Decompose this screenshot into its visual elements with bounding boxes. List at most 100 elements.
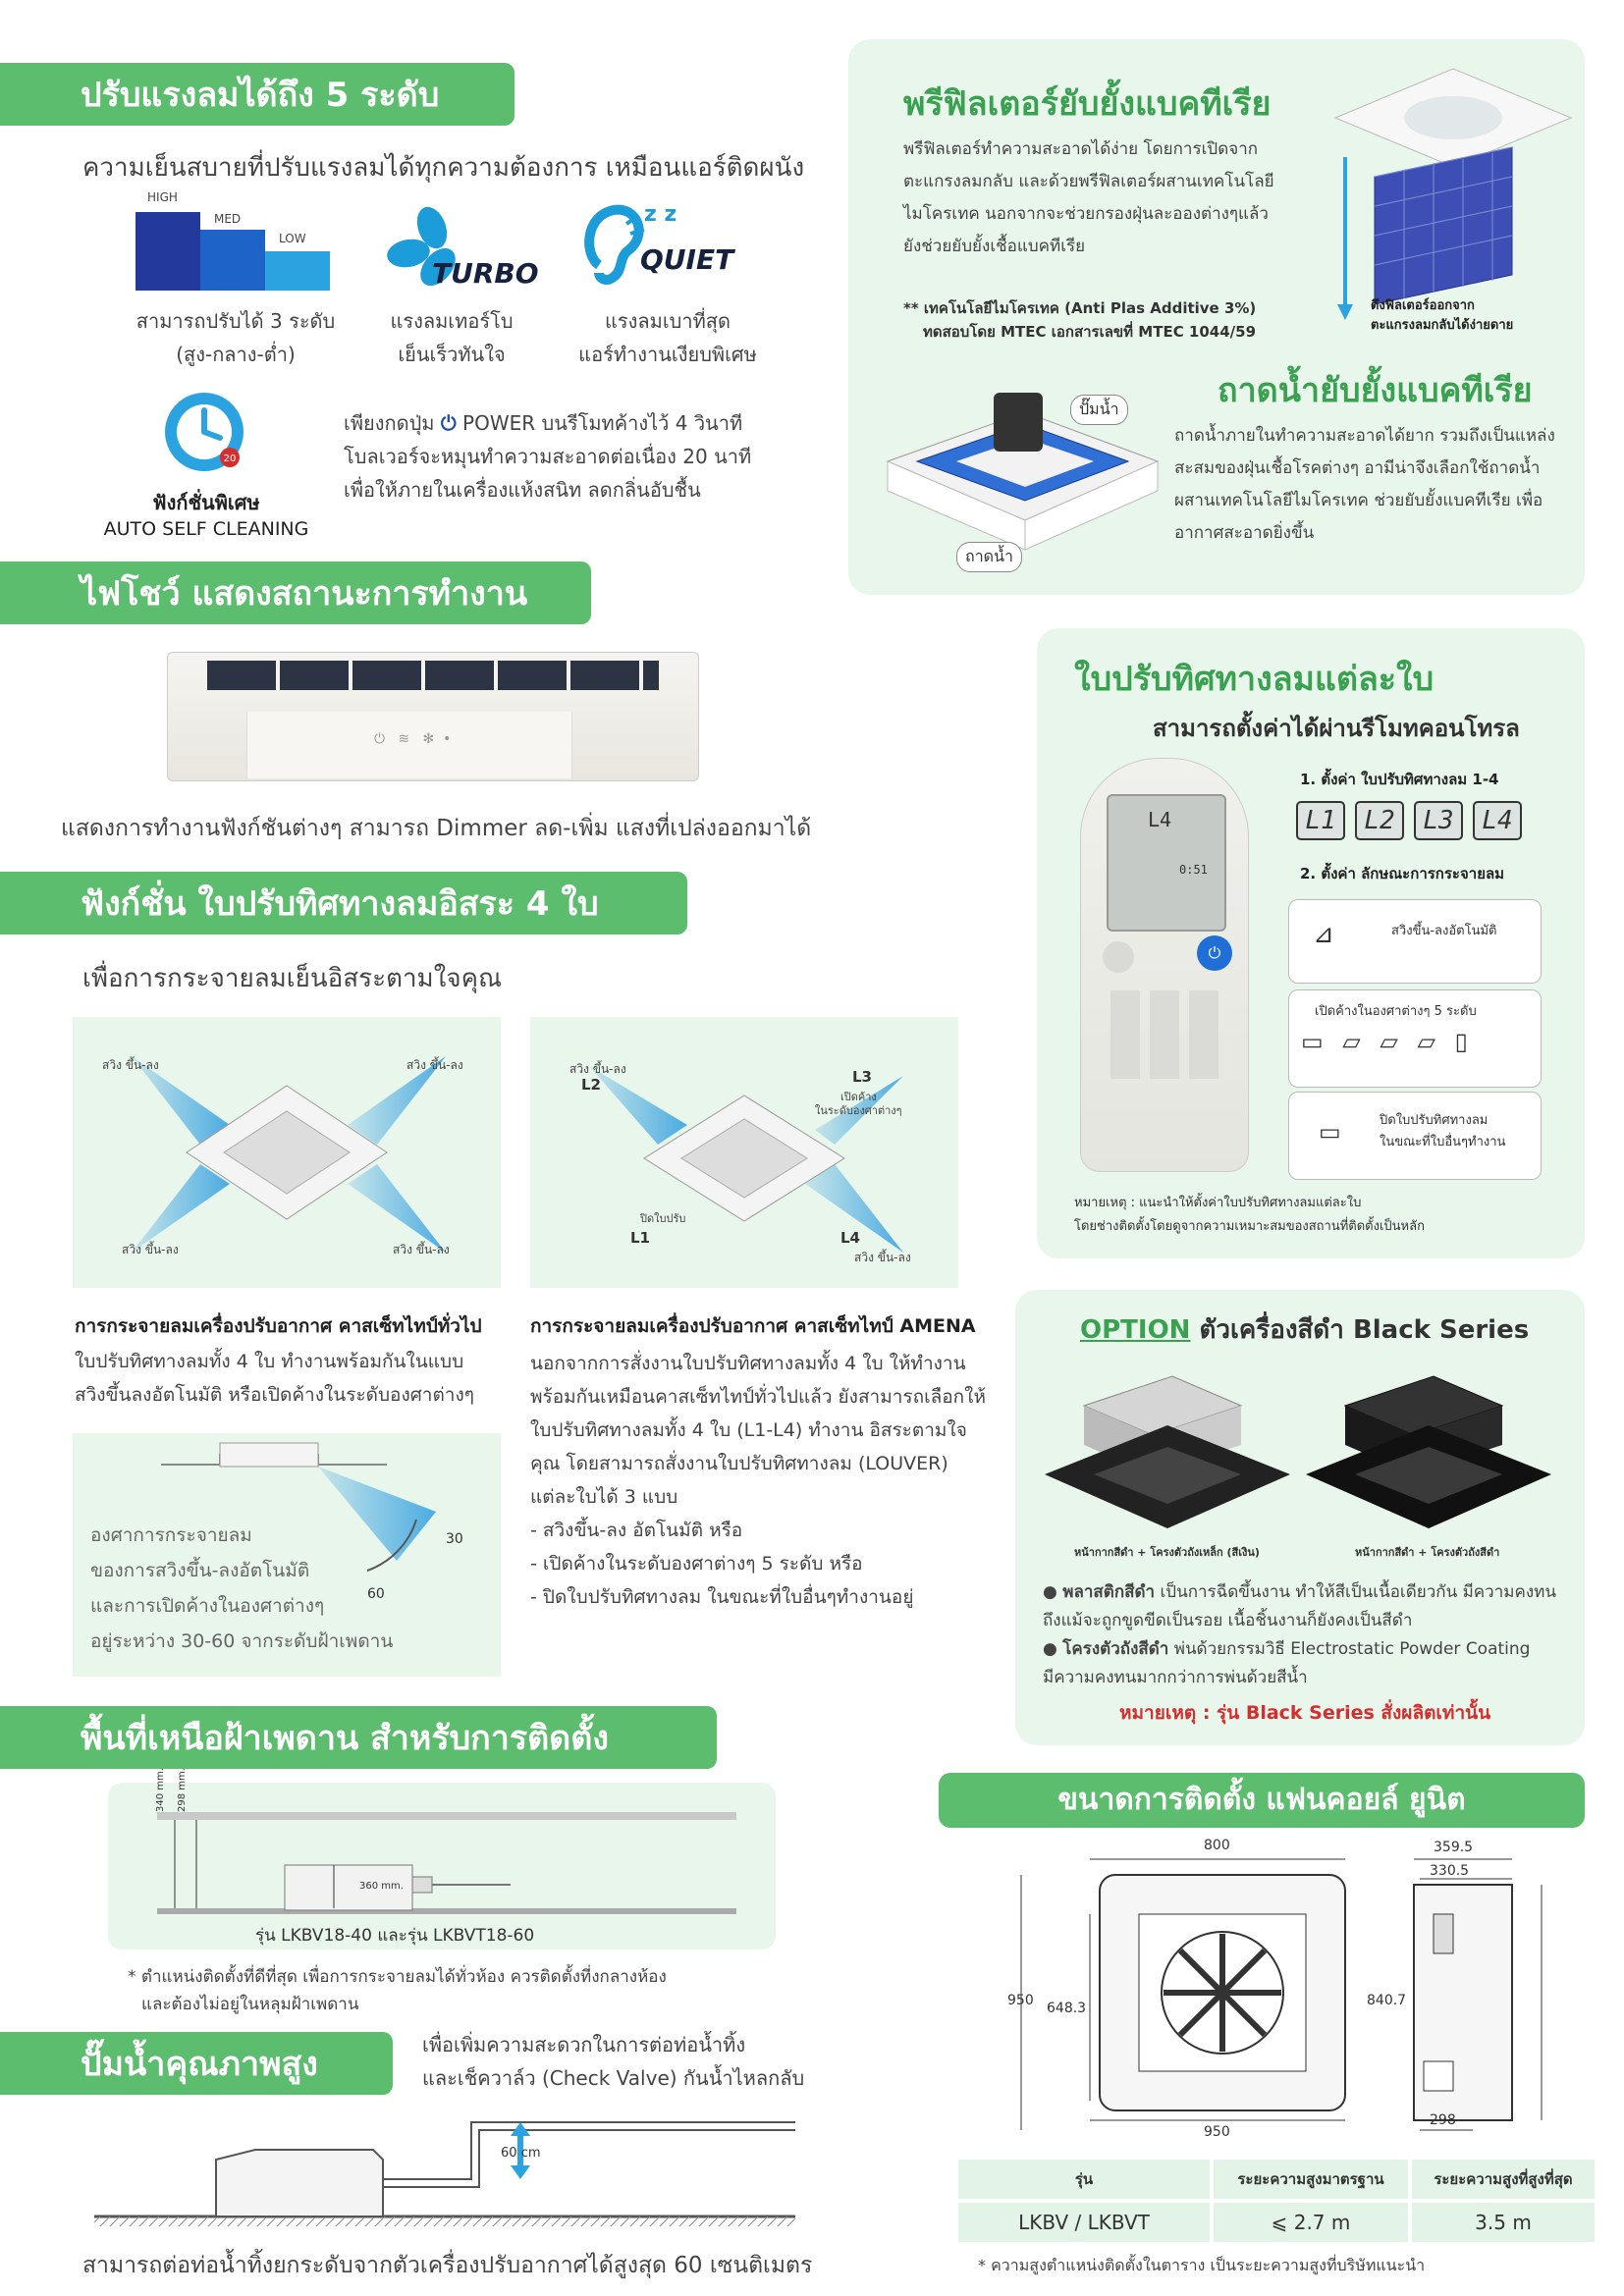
- section-title-louvers: ฟังก์ชั่น ใบปรับทิศทางลมอิสระ 4 ใบ: [0, 872, 687, 934]
- angle-icons: ▭ ▱ ▱ ▱ ▯: [1301, 1028, 1474, 1055]
- display-panel-image: ⏻ ≋ ✻ •: [167, 652, 699, 781]
- remote-control: L4 0:51 ⏻: [1080, 758, 1249, 1172]
- standard-title: การกระจายลมเครื่องปรับอากาศ คาสเซ็ทไทป์ท…: [75, 1315, 482, 1337]
- ceiling-diagram: 340 mm. 298 mm. 360 mm. รุ่น LKBV18-40 แ…: [108, 1768, 776, 1949]
- remote-power-button[interactable]: ⏻: [1197, 935, 1232, 971]
- section-title-ceiling-space: พื้นที่เหนือฝ้าเพดาน สำหรับการติดตั้ง: [0, 1706, 717, 1769]
- section-title-pump: ปั๊มน้ำคุณภาพสูง: [0, 2032, 393, 2095]
- svg-text:20: 20: [224, 454, 237, 464]
- dim-top-800: 800: [1204, 1838, 1230, 1853]
- standard-body: ใบปรับทิศทางลมทั้ง 4 ใบ ทำงานพร้อมกันในแ…: [75, 1351, 474, 1406]
- step1-label: 1. ตั้งค่า ใบปรับทิศทางลม 1-4: [1300, 771, 1499, 788]
- ceiling-model-caption: รุ่น LKBV18-40 และรุ่น LKBVT18-60: [255, 1926, 535, 1946]
- auto-clean-label: ฟังก์ชั่นพิเศษ AUTO SELF CLEANING: [103, 491, 309, 540]
- lcd-louver-codes: L1 L2 L3 L4: [1296, 801, 1532, 840]
- ceiling-note: * ตำแหน่งติดตั้งที่ดีที่สุด เพื่อการกระจ…: [128, 1967, 667, 2014]
- louver-note: หมายเหตุ : แนะนำให้ตั้งค่าใบปรับทิศทางลม…: [1074, 1196, 1425, 1234]
- section-title-display: ไฟโชว์ แสดงสถานะการทำงาน: [0, 561, 591, 624]
- l3-label: L3: [852, 1068, 872, 1086]
- unit-silver-image: [1045, 1366, 1290, 1543]
- l1-note: ปิดใบปรับ: [640, 1212, 686, 1225]
- louver-setting-title: ใบปรับทิศทางลมแต่ละใบ: [1074, 660, 1435, 699]
- fan-level-chart: HIGH MED LOW: [135, 190, 330, 291]
- level-med: MED: [214, 212, 242, 226]
- quiet-ear-icon: z z QUIET: [579, 196, 746, 294]
- option-fixed-angle: เปิดค้างในองศาต่างๆ 5 ระดับ ▭ ▱ ▱ ▱ ▯: [1288, 989, 1542, 1088]
- swing-icon: ⊿: [1313, 920, 1334, 949]
- dim-298: 298 mm.: [177, 1768, 188, 1812]
- swing-label-tl: สวิง ขึ้น-ลง: [102, 1058, 159, 1072]
- l2-note: สวิง ขึ้น-ลง: [569, 1062, 626, 1076]
- display-caption: แสดงการทำงานฟังก์ชันต่างๆ สามารถ Dimmer …: [61, 816, 812, 841]
- airflow-diagram-amena: สวิง ขึ้น-ลง L2 L3 เปิดค้าง ในระดับองศาต…: [530, 1017, 958, 1288]
- option-close: ▭ ปิดใบปรับทิศทางลมในขณะที่ใบอื่นๆทำงาน: [1288, 1092, 1542, 1180]
- turbo-icon: TURBO: [383, 206, 539, 294]
- l3-note1: เปิดค้าง: [840, 1091, 877, 1103]
- closed-louver-icon: ▭: [1319, 1118, 1341, 1146]
- pump-label: ปั๊มน้ำ: [1070, 395, 1128, 425]
- table-header-max: ระยะความสูงที่สูงที่สุด: [1412, 2160, 1595, 2199]
- tray-label: ถาดน้ำ: [956, 542, 1022, 572]
- dim-840: 840.7: [1367, 1993, 1407, 2008]
- prefilter-title: พรีฟิลเตอร์ยับยั้งแบคทีเรีย: [903, 84, 1272, 124]
- table-footnote: * ความสูงตำแหน่งติดตั้งในตาราง เป็นระยะค…: [978, 2256, 1426, 2274]
- lcd-l4: L4: [1473, 801, 1522, 840]
- unit-silver-caption: หน้ากากสีดำ + โครงตัวถังเหล็ก (สีเงิน): [1074, 1546, 1260, 1559]
- louvers-subtitle: เพื่อการกระจายลมเย็นอิสระตามใจคุณ: [82, 964, 503, 993]
- remote-button-mode[interactable]: [1103, 941, 1134, 973]
- remote-keypad[interactable]: [1110, 990, 1218, 1079]
- level-high: HIGH: [147, 190, 178, 204]
- lcd-l2: L2: [1355, 801, 1404, 840]
- lcd-l3: L3: [1414, 801, 1463, 840]
- dimensions-front-drawing: 800 950 648.3 950: [1001, 1836, 1434, 2150]
- drain-tray-image: ปั๊มน้ำ ถาดน้ำ: [878, 373, 1163, 579]
- timer-icon: 20: [159, 387, 249, 477]
- prefilter-img-caption: ดึงฟิลเตอร์ออกจากตะแกรงลมกลับได้ง่ายดาย: [1371, 298, 1514, 333]
- lcd-l1: L1: [1296, 801, 1345, 840]
- remote-lcd: L4 0:51: [1107, 794, 1226, 932]
- louver-setting-subtitle: สามารถตั้งค่าได้ผ่านรีโมทคอนโทรล: [1153, 715, 1520, 742]
- l3-note2: ในระดับองศาต่างๆ: [815, 1104, 902, 1117]
- black-series-note: หมายเหตุ : รุ่น Black Series สั่งผลิตเท่…: [1119, 1702, 1491, 1724]
- angle-60: 60: [367, 1586, 385, 1602]
- dim-left-950: 950: [1007, 1993, 1034, 2008]
- l2-label: L2: [581, 1076, 601, 1094]
- swing-label-bl: สวิง ขึ้น-ลง: [122, 1243, 179, 1256]
- table-header-model: รุ่น: [958, 2160, 1210, 2199]
- angle-diagram: 30 60 องศาการกระจายลมของการสวิงขึ้น-ลงอั…: [73, 1433, 501, 1677]
- pump-height: 60 cm: [501, 2146, 541, 2161]
- dimensions-title: ขนาดการติดตั้ง แฟนคอยล์ ยูนิต: [939, 1773, 1585, 1828]
- dim-360: 360 mm.: [359, 1881, 404, 1892]
- power-icon: ⏻: [440, 411, 457, 435]
- section-title-fan-speed: ปรับแรงลมได้ถึง 5 ระดับ: [0, 63, 514, 126]
- l4-note: สวิง ขึ้น-ลง: [854, 1251, 911, 1264]
- black-series-bullets: ● พลาสติกสีดำ เป็นการฉีดขึ้นงาน ทำให้สีเ…: [1043, 1582, 1556, 1687]
- fan-speed-subtitle: ความเย็นสบายที่ปรับแรงลมได้ทุกความต้องกา…: [82, 153, 805, 183]
- step2-label: 2. ตั้งค่า ลักษณะการกระจายลม: [1300, 865, 1505, 882]
- amena-body: นอกจากการสั่งงานใบปรับทิศทางลมทั้ง 4 ใบ …: [530, 1353, 986, 1608]
- angle-30: 30: [446, 1531, 463, 1547]
- pump-caption: สามารถต่อท่อน้ำทิ้งยกระดับจากตัวเครื่องป…: [82, 2253, 813, 2278]
- dim-340: 340 mm.: [155, 1768, 166, 1812]
- pump-description: เพื่อเพิ่มความสะดวกในการต่อท่อน้ำทิ้งและ…: [422, 2033, 805, 2090]
- prefilter-note: ** เทคโนโลยีไมโครเทค (Anti Plas Additive…: [903, 299, 1257, 341]
- unit-black-caption: หน้ากากสีดำ + โครงตัวถังสีดำ: [1355, 1546, 1500, 1559]
- height-spec-table: รุ่น ระยะความสูงมาตรฐาน ระยะความสูงที่สู…: [954, 2156, 1598, 2246]
- l4-label: L4: [840, 1229, 860, 1247]
- angle-text: องศาการกระจายลมของการสวิงขึ้น-ลงอัตโนมัต…: [90, 1524, 394, 1652]
- table-cell-max: 3.5 m: [1412, 2203, 1595, 2242]
- auto-clean-description: เพียงกดปุ่ม ⏻ POWER บนรีโมทค้างไว้ 4 วิน…: [344, 411, 752, 502]
- dimensions-side-drawing: 359.5 330.5 840.7 298: [1365, 1836, 1561, 2150]
- dim-298-side: 298: [1430, 2112, 1456, 2128]
- pump-diagram: 60 cm: [88, 2110, 815, 2238]
- black-series-title: OPTION ตัวเครื่องสีดำ Black Series: [1080, 1315, 1530, 1345]
- level-low: LOW: [279, 232, 306, 245]
- amena-title: การกระจายลมเครื่องปรับอากาศ คาสเซ็ทไทป์ …: [530, 1315, 976, 1337]
- table-cell-standard: ⩽ 2.7 m: [1214, 2203, 1408, 2242]
- panel-black-series: [1015, 1290, 1585, 1745]
- dim-330: 330.5: [1430, 1863, 1470, 1879]
- prefilter-image: [1316, 59, 1581, 324]
- tray-body: ถาดน้ำภายในทำความสะอาดได้ยาก รวมถึงเป็นแ…: [1174, 426, 1555, 543]
- fan-level-caption: สามารถปรับได้ 3 ระดับ(สูง-กลาง-ต่ำ): [135, 309, 336, 366]
- table-header-standard: ระยะความสูงมาตรฐาน: [1214, 2160, 1408, 2199]
